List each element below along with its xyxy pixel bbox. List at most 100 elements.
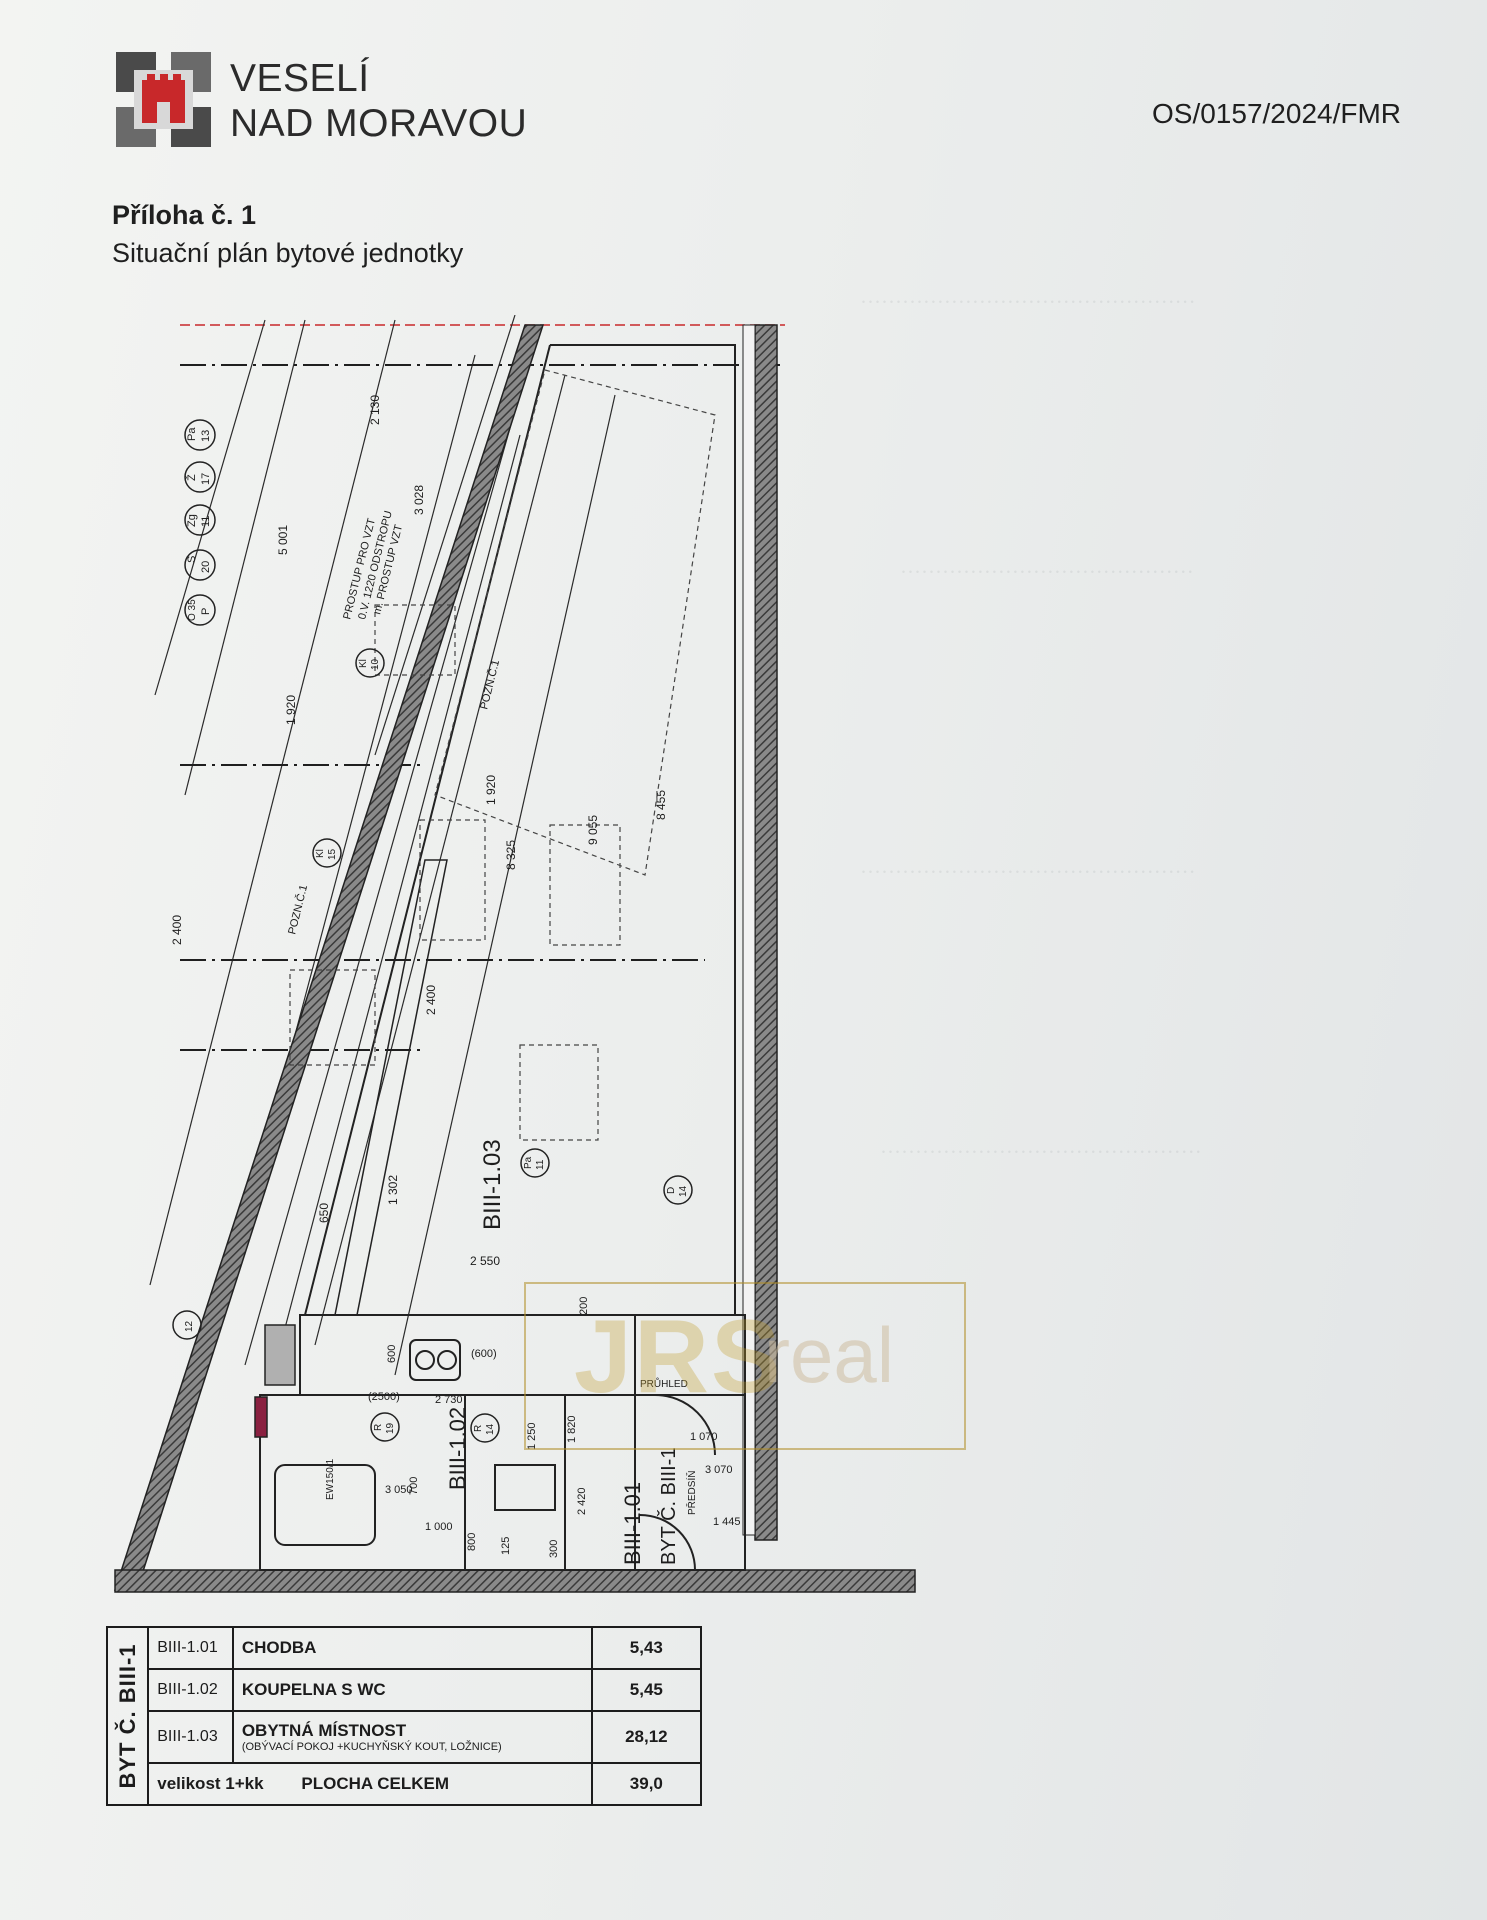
dimension-lines <box>149 315 616 1386</box>
room-name-cell: OBYTNÁ MÍSTNOST (OBÝVACÍ POKOJ +KUCHYŇSK… <box>231 1710 593 1764</box>
kitchen-counter <box>254 859 448 1438</box>
total-label: PLOCHA CELKEM <box>301 1774 450 1793</box>
town-name: VESELÍ NAD MORAVOU <box>230 56 527 146</box>
fixture-symbol: Ž 17 <box>184 461 216 493</box>
marker-circle: Pa 11 <box>520 1148 550 1178</box>
svg-text:13: 13 <box>200 430 212 442</box>
axis-lines <box>180 364 785 1051</box>
svg-text:POZN.Č.1: POZN.Č.1 <box>477 658 502 710</box>
marker-circle: D 14 <box>663 1175 693 1205</box>
watermark-suffix: real <box>764 1311 895 1399</box>
svg-text:R: R <box>473 1425 484 1432</box>
svg-text:9 055: 9 055 <box>586 815 600 845</box>
svg-text:2 420: 2 420 <box>576 1487 588 1515</box>
svg-text:Kl: Kl <box>358 659 369 668</box>
svg-text:1 000: 1 000 <box>425 1521 453 1533</box>
svg-text:11: 11 <box>200 516 212 527</box>
show-through-text: ········································… <box>860 290 1196 314</box>
svg-text:Kl: Kl <box>315 849 326 858</box>
svg-text:P: P <box>200 608 212 615</box>
svg-text:2 130: 2 130 <box>368 395 382 425</box>
svg-text:Pa: Pa <box>186 427 198 441</box>
town-logo <box>116 52 211 147</box>
marker-circle: R 14 <box>470 1413 500 1443</box>
room-label-main: BIII-1.03 <box>479 1139 506 1230</box>
room-name: KOUPELNA S WC <box>231 1668 593 1712</box>
town-name-line1: VESELÍ <box>230 57 370 100</box>
svg-text:D: D <box>666 1187 677 1194</box>
table-total-row: velikost 1+kk PLOCHA CELKEM 39,0 <box>107 1762 703 1806</box>
svg-text:300: 300 <box>548 1540 560 1558</box>
svg-text:15: 15 <box>327 848 338 860</box>
document-reference: OS/0157/2024/FMR <box>1152 98 1402 129</box>
fixture-symbol: S 20 <box>184 549 216 581</box>
svg-text:2 400: 2 400 <box>170 915 184 945</box>
svg-text:R: R <box>373 1424 384 1431</box>
svg-text:125: 125 <box>500 1537 512 1555</box>
svg-text:8 455: 8 455 <box>654 790 668 820</box>
room-code: BIII-1.02 <box>147 1668 234 1712</box>
outer-wall-bottom <box>114 1569 916 1593</box>
svg-text:S: S <box>186 556 198 563</box>
svg-text:EW150/1: EW150/1 <box>325 1458 336 1500</box>
svg-text:2 730: 2 730 <box>435 1394 463 1406</box>
town-name-line2: NAD MORAVOU <box>230 102 528 145</box>
svg-text:19: 19 <box>385 1422 396 1434</box>
svg-text:PŘEDSÍŇ: PŘEDSÍŇ <box>685 1471 698 1515</box>
marker-circle: R 19 <box>370 1412 400 1442</box>
svg-text:1 302: 1 302 <box>386 1175 400 1205</box>
svg-text:PRŮHLED: PRŮHLED <box>640 1377 688 1390</box>
table-row: BIII-1.02 KOUPELNA S WC 5,45 <box>107 1668 703 1712</box>
total-area: 39,0 <box>590 1762 703 1806</box>
room-code: BIII-1.01 <box>147 1626 234 1670</box>
window-right <box>742 324 756 1536</box>
table-row: BIII-1.03 OBYTNÁ MÍSTNOST (OBÝVACÍ POKOJ… <box>107 1710 703 1764</box>
dimension-labels: 5 001 2 130 3 028 1 920 1 920 8 325 9 05… <box>170 395 741 1558</box>
size-label: velikost 1+kk <box>157 1774 264 1793</box>
room-area: 28,12 <box>590 1710 703 1764</box>
svg-text:650: 650 <box>317 1203 331 1223</box>
show-through-text: ········································… <box>900 560 1194 584</box>
flat-label-plan: BYT Č. BIII-1 <box>657 1448 680 1565</box>
svg-text:3 070: 3 070 <box>705 1464 733 1476</box>
room-label-hall: BIII-1.01 <box>620 1482 645 1565</box>
svg-text:600: 600 <box>386 1345 398 1363</box>
svg-text:1 920: 1 920 <box>484 775 498 805</box>
svg-text:700: 700 <box>408 1477 420 1495</box>
svg-text:Pa: Pa <box>523 1156 534 1169</box>
room-area: 5,45 <box>590 1668 703 1712</box>
marker-circle: 12 <box>172 1310 202 1340</box>
svg-text:1 250: 1 250 <box>526 1422 538 1450</box>
room-note: (OBÝVACÍ POKOJ +KUCHYŇSKÝ KOUT, LOŽNICE) <box>241 1741 502 1753</box>
annex-subtitle: Situační plán bytové jednotky <box>112 238 464 268</box>
svg-text:2 550: 2 550 <box>470 1254 500 1268</box>
bathroom-block <box>259 1314 746 1571</box>
flat-label-cell: BYT Č. BIII-1 <box>105 1626 150 1806</box>
svg-text:200: 200 <box>578 1297 590 1315</box>
room-area: 5,43 <box>590 1626 703 1670</box>
svg-text:1 445: 1 445 <box>713 1516 741 1528</box>
outer-wall-diagonal <box>113 324 545 1591</box>
svg-text:(2500): (2500) <box>368 1391 400 1403</box>
svg-text:8 325: 8 325 <box>504 840 518 870</box>
floor-plan: BIII-1.03 BIII-1.02 BIII-1.01 BYT Č. BII… <box>113 315 916 1593</box>
furniture-outlines <box>289 369 716 1141</box>
svg-text:10: 10 <box>370 658 381 670</box>
total-cell: velikost 1+kk PLOCHA CELKEM <box>147 1762 593 1806</box>
svg-text:3 028: 3 028 <box>412 485 426 515</box>
area-table: BYT Č. BIII-1 BIII-1.01 CHODBA 5,43 BIII… <box>105 1626 703 1806</box>
svg-text:14: 14 <box>678 1185 689 1197</box>
fixture-symbol: O 35 P <box>184 594 216 626</box>
room-name: CHODBA <box>231 1626 593 1670</box>
annex-title: Příloha č. 1 <box>112 200 257 230</box>
svg-text:1 070: 1 070 <box>690 1431 718 1443</box>
flat-label: BYT Č. BIII-1 <box>114 1643 140 1789</box>
svg-text:2 400: 2 400 <box>424 985 438 1015</box>
svg-text:12: 12 <box>184 1320 195 1332</box>
fixture-symbol: Zg 11 <box>184 504 216 536</box>
svg-text:14: 14 <box>485 1423 496 1435</box>
table-row: BYT Č. BIII-1 BIII-1.01 CHODBA 5,43 <box>105 1626 703 1806</box>
marker-circle: Kl 15 <box>312 838 342 868</box>
fixture-symbol: Pa 13 <box>184 419 216 451</box>
svg-text:1 920: 1 920 <box>284 695 298 725</box>
